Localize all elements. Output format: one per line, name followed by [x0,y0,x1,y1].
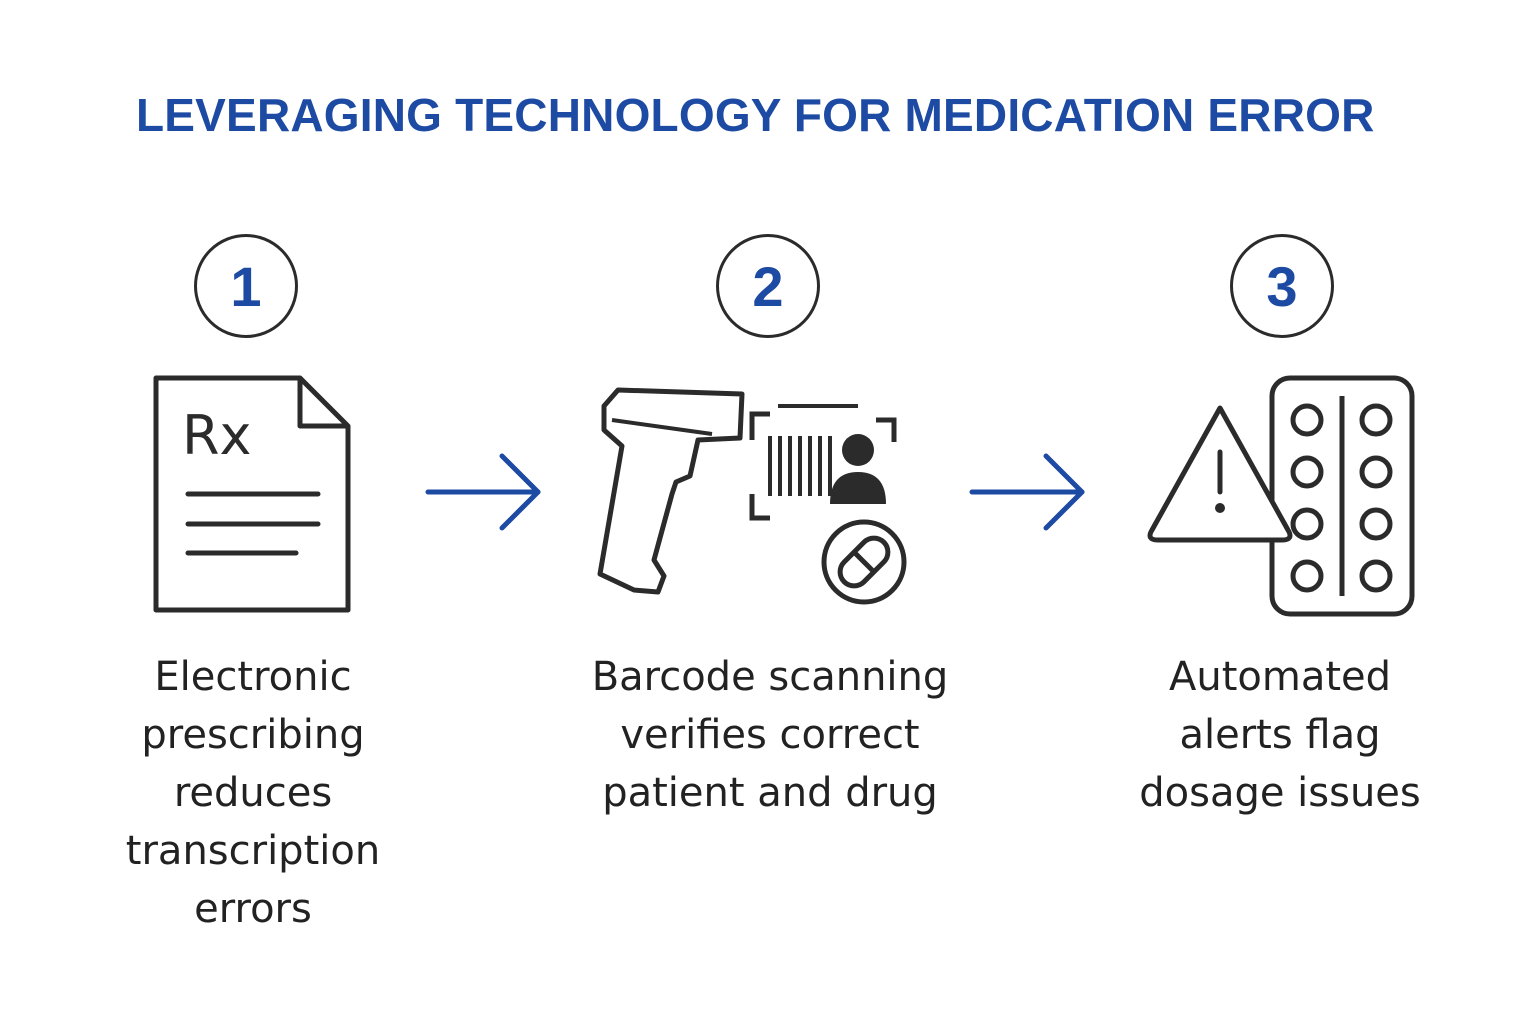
caption-line: patient and drug [602,770,938,816]
caption-line: Electronic [154,654,352,700]
caption-line: transcription [125,828,381,874]
step-3-number: 3 [1230,234,1334,338]
step-2-caption: Barcode scanning verifies correct patien… [560,648,980,822]
warning-pill-pack-icon [1147,375,1415,617]
rx-symbol: Rx [182,404,251,467]
caption-line: dosage issues [1139,770,1421,816]
arrow-right-icon [425,453,541,531]
caption-line: reduces [173,770,333,816]
prescription-document-icon: Rx [153,375,351,613]
caption-line: prescribing [141,712,365,758]
caption-line: Barcode scanning [591,654,949,700]
step-1-caption: Electronic prescribing reduces transcrip… [80,648,426,938]
barcode-scanner-icon [597,387,907,605]
page-title: LEVERAGING TECHNOLOGY FOR MEDICATION ERR… [136,89,1375,141]
caption-line: Automated [1168,654,1392,700]
arrow-right-icon [969,453,1085,531]
step-1-number: 1 [194,234,298,338]
caption-line: errors [194,886,312,932]
caption-line: verifies correct [620,712,920,758]
step-2-number: 2 [716,234,820,338]
step-3-caption: Automated alerts flag dosage issues [1100,648,1460,822]
caption-line: alerts flag [1179,712,1381,758]
